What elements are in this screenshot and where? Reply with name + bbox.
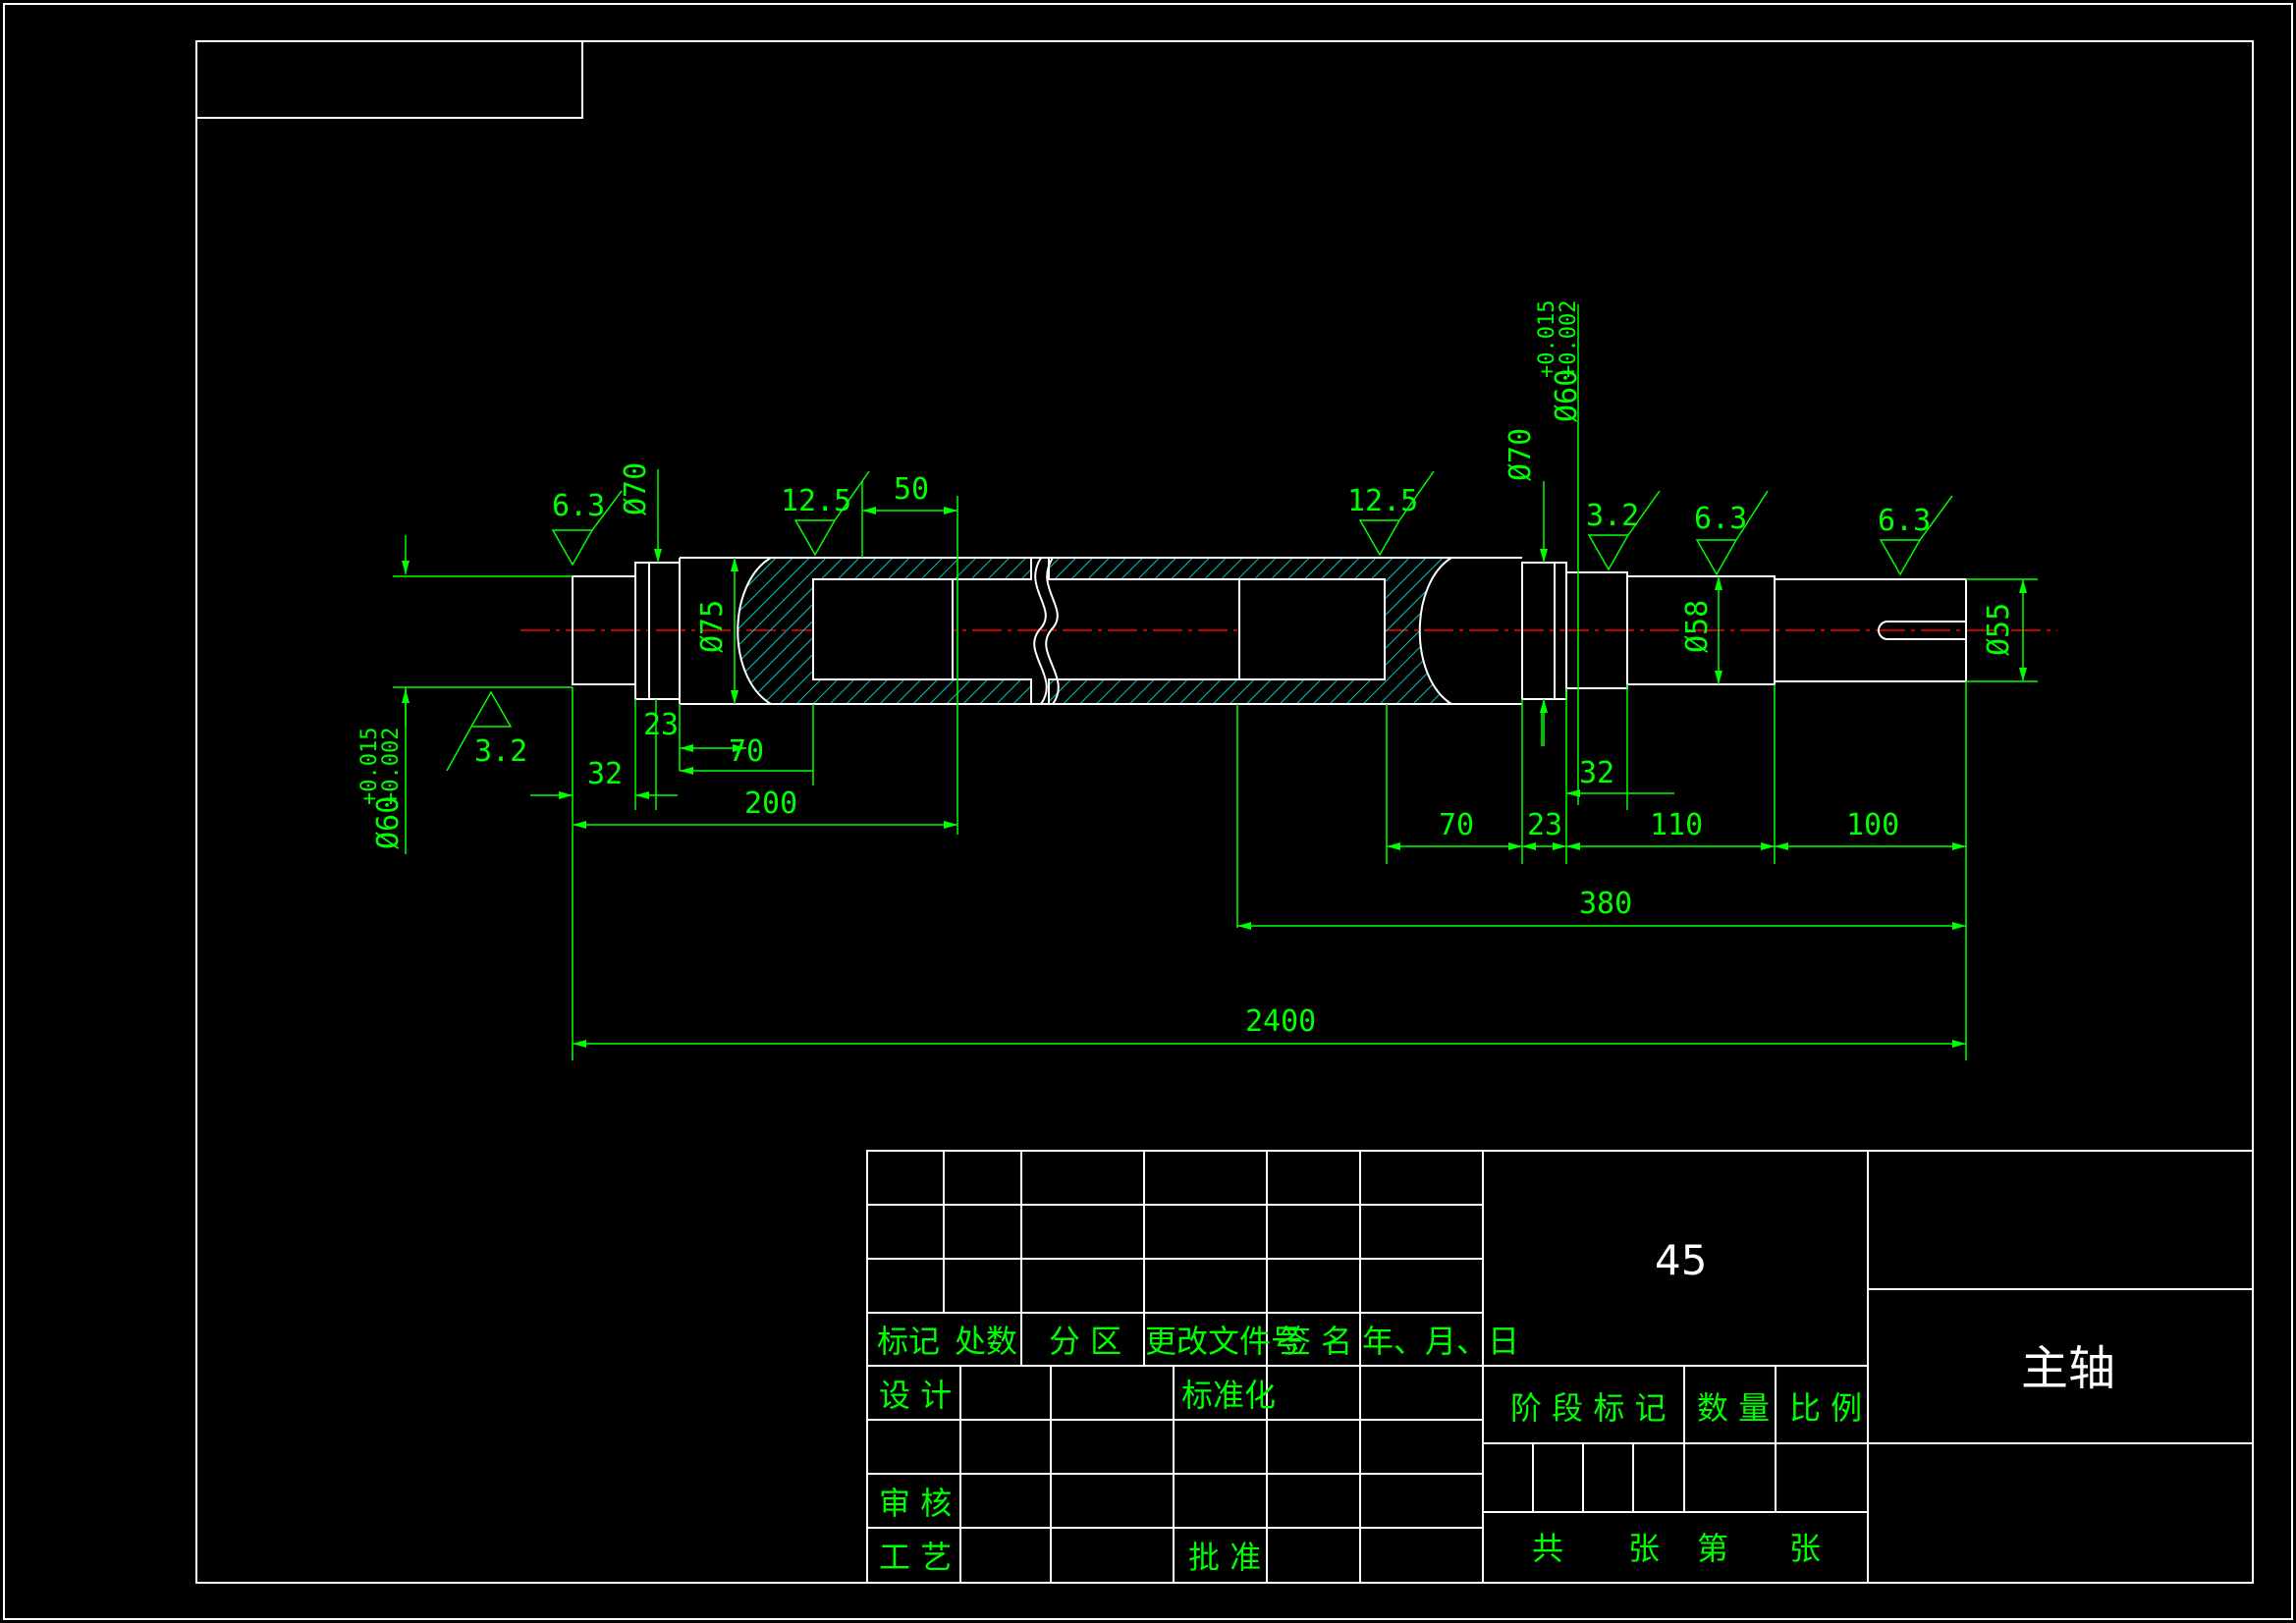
label-sheets-unit-1: 张 (1628, 1530, 1660, 1567)
section-hatching (737, 557, 1455, 705)
label-sheets-unit-2: 张 (1789, 1530, 1821, 1567)
header-zone: 分 区 (1049, 1323, 1121, 1360)
label-design: 设 计 (879, 1377, 952, 1414)
header-sign: 签 名 (1280, 1323, 1352, 1360)
title-block: 45 主轴 标记 处数 分 区 更改文件号 签 名 年、月、日 设 计 标准化 … (877, 1236, 2115, 1576)
roughness-right-bearing: 3.2 (1586, 499, 1639, 533)
material: 45 (1655, 1236, 1707, 1284)
dim-380: 380 (1579, 887, 1632, 921)
dim-70-left: 70 (729, 734, 764, 769)
dim-32-right: 32 (1579, 756, 1614, 790)
dia-75: Ø75 (695, 600, 730, 653)
header-count: 处数 (955, 1323, 1017, 1360)
dim-2400: 2400 (1245, 1004, 1316, 1039)
dia-60-right-lower-tol: +0.002 (1557, 300, 1581, 378)
dia-58: Ø58 (1680, 600, 1715, 653)
roughness-texts: 6.3 3.2 12.5 12.5 3.2 6.3 6.3 (474, 484, 1931, 769)
header-doc-no: 更改文件号 (1145, 1323, 1302, 1360)
drawing-border (3, 3, 2293, 1620)
dimension-texts: 2400 380 200 70 32 23 50 70 23 110 100 3… (357, 300, 2016, 1039)
dim-50: 50 (894, 472, 929, 507)
label-standardization: 标准化 (1181, 1377, 1276, 1414)
dimension-lines (393, 304, 2038, 1060)
dim-100: 100 (1846, 808, 1899, 842)
roughness-left-top: 6.3 (552, 489, 605, 523)
dia-60-left: Ø60 (371, 796, 406, 849)
dim-23-right: 23 (1527, 808, 1562, 842)
dim-23-left: 23 (643, 708, 679, 742)
title-block-grid (866, 1150, 2254, 1584)
label-scale: 比 例 (1789, 1389, 1862, 1427)
label-stage-mark: 阶 段 标 记 (1510, 1389, 1667, 1427)
label-process: 工 艺 (879, 1539, 952, 1576)
roughness-left-bore: 12.5 (781, 484, 851, 518)
dia-60-right: Ø60 (1550, 369, 1584, 422)
dia-70-right: Ø70 (1503, 428, 1538, 481)
part-name: 主轴 (2021, 1341, 2115, 1396)
roughness-right-58: 6.3 (1694, 502, 1747, 536)
label-approve: 批 准 (1188, 1539, 1261, 1576)
dia-70-left: Ø70 (619, 462, 653, 515)
label-check: 审 核 (879, 1485, 952, 1522)
dia-55: Ø55 (1982, 603, 2016, 656)
dia-60-right-upper-tol: +0.015 (1535, 300, 1559, 378)
label-sheets-total: 共 (1532, 1530, 1563, 1567)
dim-110: 110 (1650, 808, 1703, 842)
roughness-symbols (446, 470, 1953, 772)
dia-60-left-upper-tol: +0.015 (357, 728, 382, 805)
roughness-right-bore: 12.5 (1347, 484, 1418, 518)
header-date: 年、月、日 (1362, 1323, 1519, 1360)
dim-70-right: 70 (1439, 808, 1474, 842)
dim-200: 200 (744, 786, 797, 821)
roughness-left-bottom: 3.2 (474, 734, 527, 769)
roughness-right-55: 6.3 (1878, 504, 1931, 538)
header-mark: 标记 (877, 1323, 940, 1360)
label-quantity: 数 量 (1697, 1389, 1770, 1427)
dia-60-left-lower-tol: +0.002 (379, 728, 404, 805)
dim-32-left: 32 (587, 757, 623, 791)
label-sheet-no: 第 (1697, 1530, 1728, 1567)
